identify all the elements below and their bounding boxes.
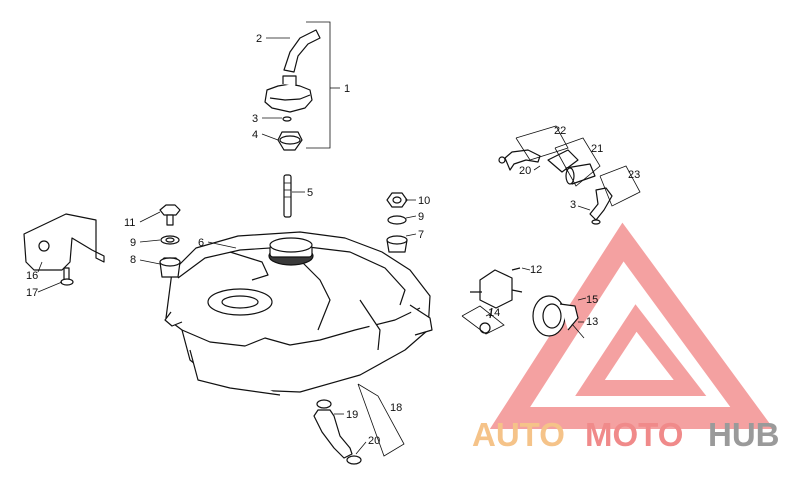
callout-10: 10 xyxy=(418,195,430,207)
callout-7: 7 xyxy=(418,229,424,241)
watermark-text: AUTO MOTO HUB xyxy=(472,416,780,453)
callout-3: 3 xyxy=(252,113,258,125)
callout-23: 23 xyxy=(628,169,640,181)
callout-12: 12 xyxy=(530,264,542,276)
watermark-inner-triangle-icon xyxy=(575,304,707,396)
callout-1: 1 xyxy=(344,83,350,95)
callout-6: 6 xyxy=(198,237,204,249)
callout-20-upper: 20 xyxy=(519,165,531,177)
callout-5: 5 xyxy=(307,187,313,199)
left-mount-hardware xyxy=(159,204,181,278)
watermark-moto: MOTO xyxy=(585,416,683,453)
callout-18: 18 xyxy=(390,402,402,414)
drain-hose-assembly xyxy=(313,383,405,465)
callout-17: 17 xyxy=(26,287,38,299)
watermark-triangle-icon xyxy=(489,222,774,429)
callout-22: 22 xyxy=(554,125,566,137)
fuel-filter-assembly xyxy=(498,125,641,225)
callout-9-left: 9 xyxy=(130,237,136,249)
fuel-tank xyxy=(164,231,433,396)
callout-19: 19 xyxy=(346,409,358,421)
callout-21: 21 xyxy=(591,143,603,155)
vent-pin xyxy=(283,174,292,218)
tank-bracket xyxy=(23,213,105,286)
callout-3-right: 3 xyxy=(570,199,576,211)
callout-13: 13 xyxy=(586,316,598,328)
callout-20-lower: 20 xyxy=(368,435,380,447)
leader-lines xyxy=(37,21,591,455)
callout-2: 2 xyxy=(256,33,262,45)
callout-15: 15 xyxy=(586,294,598,306)
callout-8: 8 xyxy=(130,254,136,266)
callout-4: 4 xyxy=(252,129,258,141)
right-mount-hardware xyxy=(386,192,408,253)
callout-14: 14 xyxy=(488,307,500,319)
watermark-auto: AUTO xyxy=(472,416,565,453)
fuel-valve-assembly xyxy=(461,267,585,339)
callout-9-right: 9 xyxy=(418,211,424,223)
callout-16: 16 xyxy=(26,270,38,282)
watermark-logo xyxy=(489,222,774,429)
callout-11: 11 xyxy=(124,217,135,229)
fuel-cap-assembly xyxy=(264,29,321,151)
watermark-hub: HUB xyxy=(708,416,780,453)
callout-labels: 1 2 3 4 5 6 7 8 9 9 10 11 12 13 14 15 16… xyxy=(26,33,640,447)
